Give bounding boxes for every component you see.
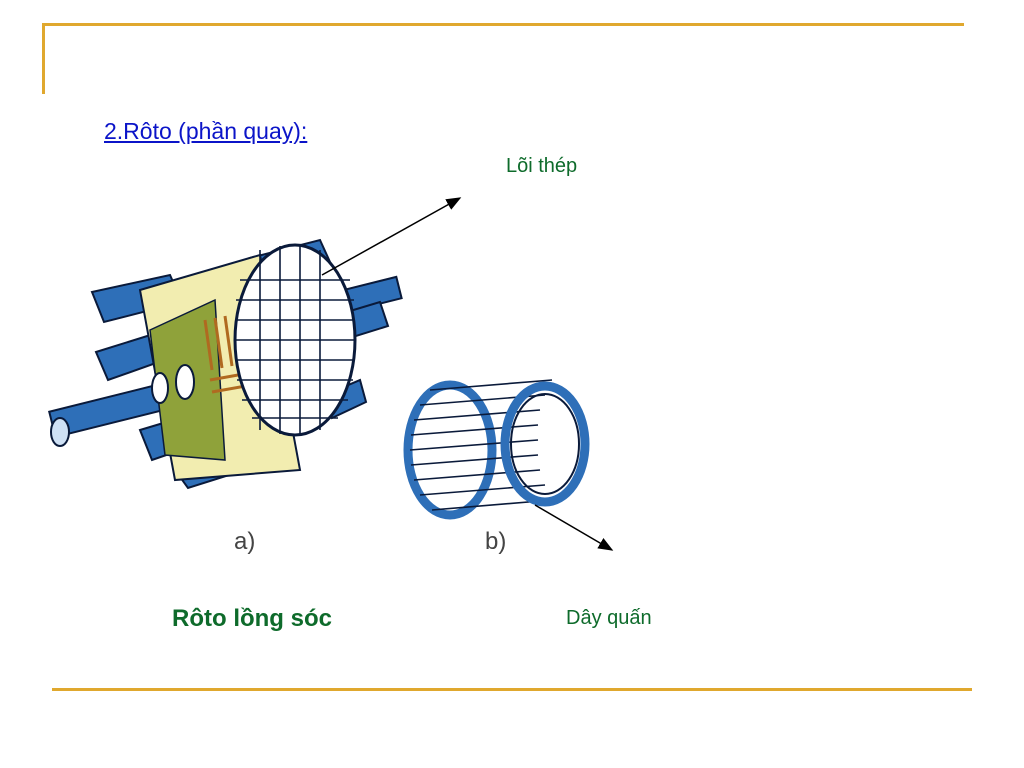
- squirrel-cage-drawing: [403, 379, 590, 520]
- top-accent-line: [42, 23, 964, 26]
- drum-grid: [235, 245, 355, 435]
- label-winding: Dây quấn: [566, 607, 652, 629]
- sub-caption-b: b): [485, 528, 507, 555]
- bottom-accent-line: [52, 688, 972, 691]
- figure-caption: Rôto lồng sóc: [172, 605, 332, 632]
- label-steel-core: Lõi thép: [506, 155, 578, 177]
- arrow-to-core-label: [321, 197, 462, 276]
- left-accent-line: [42, 23, 45, 94]
- section-heading: 2.Rôto (phần quay):: [104, 118, 308, 144]
- clamp-bands: [151, 364, 195, 404]
- sub-caption-a: a): [234, 528, 256, 555]
- rotor-assembly-drawing: [48, 238, 403, 490]
- arrow-to-winding-label: [534, 504, 614, 551]
